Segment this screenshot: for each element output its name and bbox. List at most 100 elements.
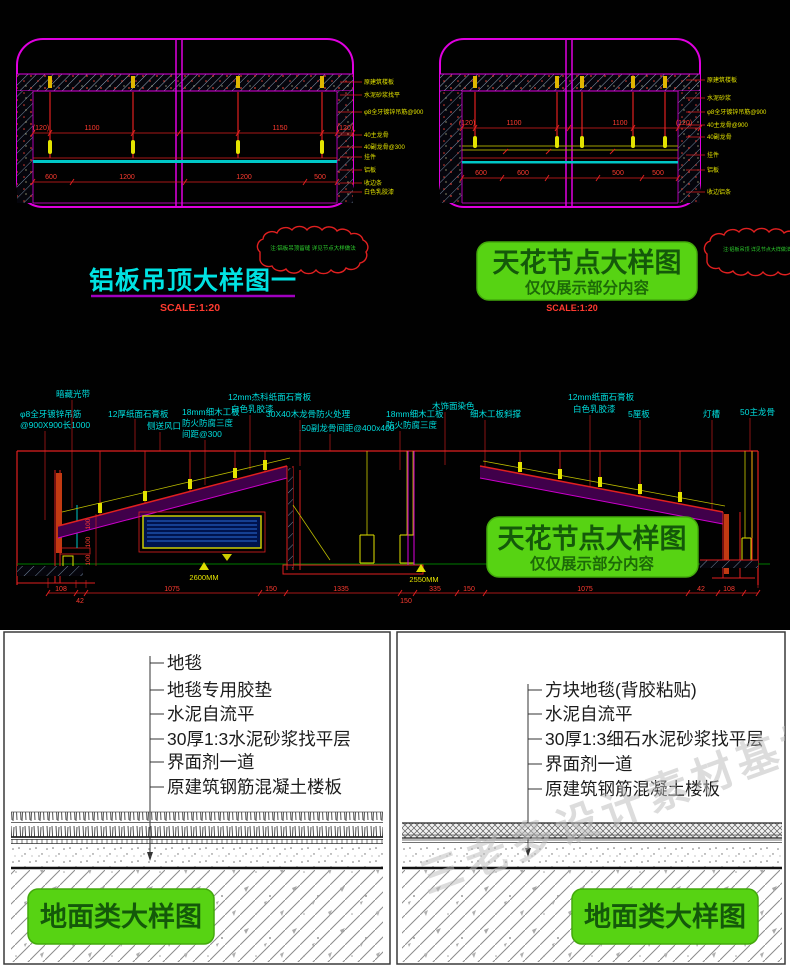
callout-label: 白色乳胶漆	[364, 188, 394, 196]
callout-label: 挂件	[707, 151, 719, 159]
callout-label: .50副龙骨间距@400x400	[299, 423, 395, 433]
dim-text: 600	[45, 174, 57, 181]
dim-text: 108	[55, 586, 67, 593]
layer-label: 界面剂一道	[545, 754, 633, 774]
diagonal-brace	[292, 504, 331, 561]
dim-text: 100	[85, 554, 92, 565]
promo-badge-middle: 天花节点大样图 仅仅展示部分内容	[486, 516, 699, 578]
callout-label: 灯槽	[703, 409, 721, 419]
callout-label: 铝板	[364, 166, 376, 174]
callout-label: 防火防腐三度	[182, 418, 234, 428]
cloud-note: 注:铝板吊顶留缝 详见节点大样做法	[270, 244, 356, 252]
badge-title: 地面类大样图	[40, 901, 202, 932]
callout-label: 收边铝条	[707, 188, 731, 196]
badge-background	[486, 516, 699, 578]
dim-row-bottom: 600 600 500 500	[459, 170, 681, 182]
cove-light-line	[482, 460, 726, 507]
title-block-left: 铝板吊顶大样图一 SCALE:1:20	[89, 266, 297, 314]
left-slope-ceiling	[57, 451, 291, 539]
ceiling-detail-1: (120) 1100 1150 (120) 600 1200 1200 500 …	[16, 38, 424, 314]
level-marks: 2600MM 2550MM	[189, 562, 439, 584]
callout-label: φ8全牙镀锌吊筋	[20, 409, 81, 419]
layer-label: 30厚1:3水泥砂浆找平层	[167, 729, 351, 749]
callout-label: 12mm纸面石膏板	[568, 392, 635, 402]
callout-label: 5厘板	[628, 409, 650, 419]
callout-label: 白色乳胶漆	[231, 404, 274, 414]
layer-label: 水泥自流平	[545, 704, 633, 724]
badge-title: 地面类大样图	[584, 901, 746, 932]
dim-text: 500	[612, 170, 624, 177]
badge-background	[27, 888, 215, 945]
scale-text: SCALE:1:20	[160, 302, 220, 314]
callout-label: 水泥砂浆	[707, 94, 731, 102]
dim-text: 1100	[506, 120, 521, 127]
layer-label: 水泥自流平	[167, 704, 255, 724]
badge-background	[476, 241, 698, 301]
scale-text: SCALE:1:20	[546, 303, 598, 313]
callout-label: 挂件	[364, 153, 376, 161]
side-callouts: 原建筑楼板 水泥砂浆 φ8全牙镀锌吊筋@900 40主龙骨@900 40副龙骨 …	[686, 76, 767, 196]
screed-layer	[402, 844, 782, 867]
layer-labels: 方块地毯(背胶粘贴) 水泥自流平 30厚1:3细石水泥砂浆找平层 界面剂一道 原…	[545, 680, 764, 799]
dim-text: 150	[400, 598, 412, 605]
carpet-layer	[11, 812, 383, 837]
layer-label: 界面剂一道	[167, 752, 255, 772]
hanger-rods	[48, 76, 324, 158]
callout-label: 木饰面染色	[432, 401, 475, 411]
callout-label: 40副龙骨	[707, 133, 732, 141]
center-grid-line	[565, 39, 573, 207]
carrier-channel	[462, 145, 678, 151]
badge-background	[571, 888, 759, 945]
callout-label: φ8全牙镀锌吊筋@900	[707, 108, 767, 116]
layer-label: 原建筑钢筋混凝土楼板	[545, 779, 720, 799]
ac-grille	[138, 511, 266, 561]
dim-text: 335	[429, 586, 441, 593]
level-text: 2550MM	[409, 575, 438, 584]
revision-cloud-left: 注:铝板吊顶留缝 详见节点大样做法	[256, 225, 369, 275]
layer-label: 地毯	[167, 653, 202, 673]
pad-layer	[11, 839, 383, 844]
callout-label: 40副龙骨@300	[364, 143, 405, 151]
dim-text: 1150	[272, 125, 287, 132]
dim-text: 500	[652, 170, 664, 177]
dim-text: 1100	[84, 125, 99, 132]
floor-layers	[11, 811, 383, 962]
callout-label: 铝板	[707, 166, 719, 174]
dim-text: 1075	[164, 586, 180, 593]
callout-label: 收边条	[364, 179, 382, 187]
dim-text: 108	[723, 586, 735, 593]
layer-label: 30厚1:3细石水泥砂浆找平层	[545, 729, 764, 749]
dim-row-top: (120) 1100 1150 (120)	[30, 125, 356, 137]
callout-label: 30X40木龙骨防火处理	[266, 409, 351, 419]
layer-label: 地毯专用胶垫	[167, 680, 272, 700]
floor-detail-panel-right: 方块地毯(背胶粘贴) 水泥自流平 30厚1:3细石水泥砂浆找平层 界面剂一道 原…	[396, 631, 786, 965]
promo-badge-top: 天花节点大样图 仅仅展示部分内容	[476, 241, 698, 301]
floor-badge-left: 地面类大样图	[27, 888, 215, 945]
center-grid-line	[175, 39, 183, 207]
dim-text: 500	[314, 174, 326, 181]
callout-label: φ8全牙镀锌吊筋@900	[364, 108, 424, 116]
callout-label: 暗藏光带	[56, 389, 91, 399]
side-callouts: 原建筑楼板 水泥砂浆找平 φ8全牙镀锌吊筋@900 40主龙骨 40副龙骨@30…	[340, 78, 424, 196]
drawing-title: 铝板吊顶大样图一	[89, 266, 297, 295]
dim-text: 150	[463, 586, 475, 593]
layer-labels: 地毯 地毯专用胶垫 水泥自流平 30厚1:3水泥砂浆找平层 界面剂一道 原建筑钢…	[167, 653, 351, 797]
bottom-dim-chain: 108 42 1075 150 1335 150 335 150 1075 42…	[45, 572, 761, 605]
callout-label: 防火防腐三度	[386, 420, 438, 430]
dim-text: 1200	[236, 174, 252, 181]
floor-badge-right: 地面类大样图	[571, 888, 759, 945]
dim-text: 100	[85, 518, 92, 529]
ceiling-detail-2: (120) 1100 1100 (120) 600 600 500 500 原建…	[439, 38, 790, 313]
dim-text: 1200	[119, 174, 135, 181]
layer-label: 原建筑钢筋混凝土楼板	[167, 777, 342, 797]
dim-text: 150	[265, 586, 277, 593]
ceiling-panel-line	[462, 161, 678, 164]
dim-text: 1335	[333, 586, 349, 593]
section-callouts: 暗藏光带 φ8全牙镀锌吊筋 @900X900长1000 12厚纸面石膏板 侧送风…	[20, 389, 775, 439]
badge-title: 天花节点大样图	[493, 247, 682, 278]
callout-label: 间距@300	[182, 429, 222, 439]
callout-label: 18mm细木工板	[182, 407, 240, 417]
left-wall-cove	[17, 470, 95, 584]
carpet-tile-layer	[402, 823, 782, 838]
